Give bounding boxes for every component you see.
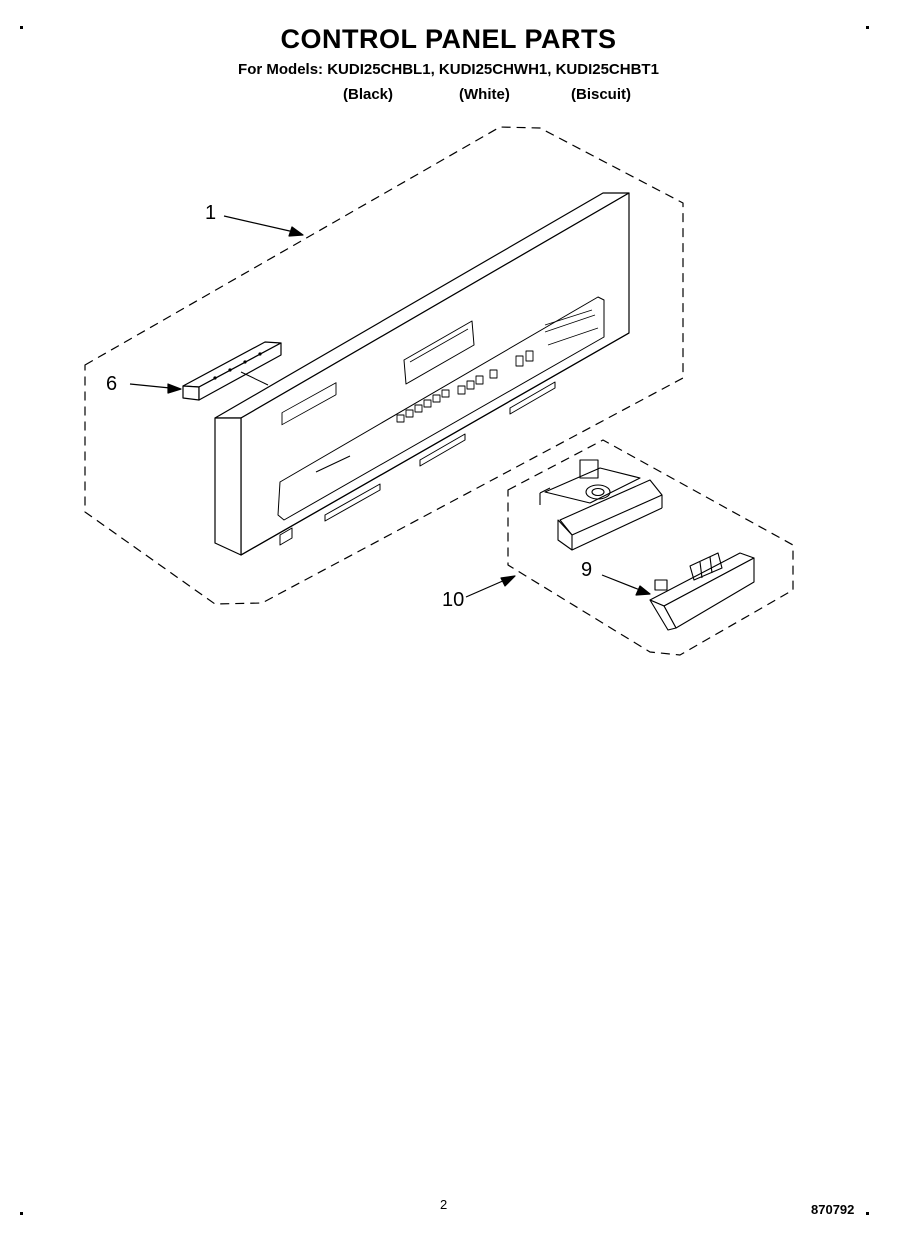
color-label-white: (White) [459,86,510,103]
callout-9: 9 [581,559,593,581]
control-panel [214,192,630,556]
models-line: For Models: KUDI25CHBL1, KUDI25CHWH1, KU… [238,61,659,78]
document-code: 870792 [811,1202,855,1217]
door-handle [649,552,755,631]
button-row-right [457,350,534,395]
registration-mark [20,26,23,29]
color-label-biscuit: (Biscuit) [571,86,631,103]
leader-lines [129,215,651,598]
color-label-black: (Black) [343,86,394,103]
registration-mark [866,1212,869,1215]
panel-assembly-boundary [84,126,684,605]
registration-mark [20,1212,23,1215]
handle-assembly-boundary [507,439,794,656]
page-title: CONTROL PANEL PARTS [280,24,617,54]
callout-6: 6 [106,373,118,395]
trim-piece [182,341,282,401]
button-row-left [281,382,337,426]
callout-10: 10 [442,589,465,611]
page-number: 2 [440,1197,448,1212]
button-row-center [396,389,450,423]
latch-mechanism [539,459,663,551]
callout-1: 1 [205,202,217,224]
registration-mark [866,26,869,29]
